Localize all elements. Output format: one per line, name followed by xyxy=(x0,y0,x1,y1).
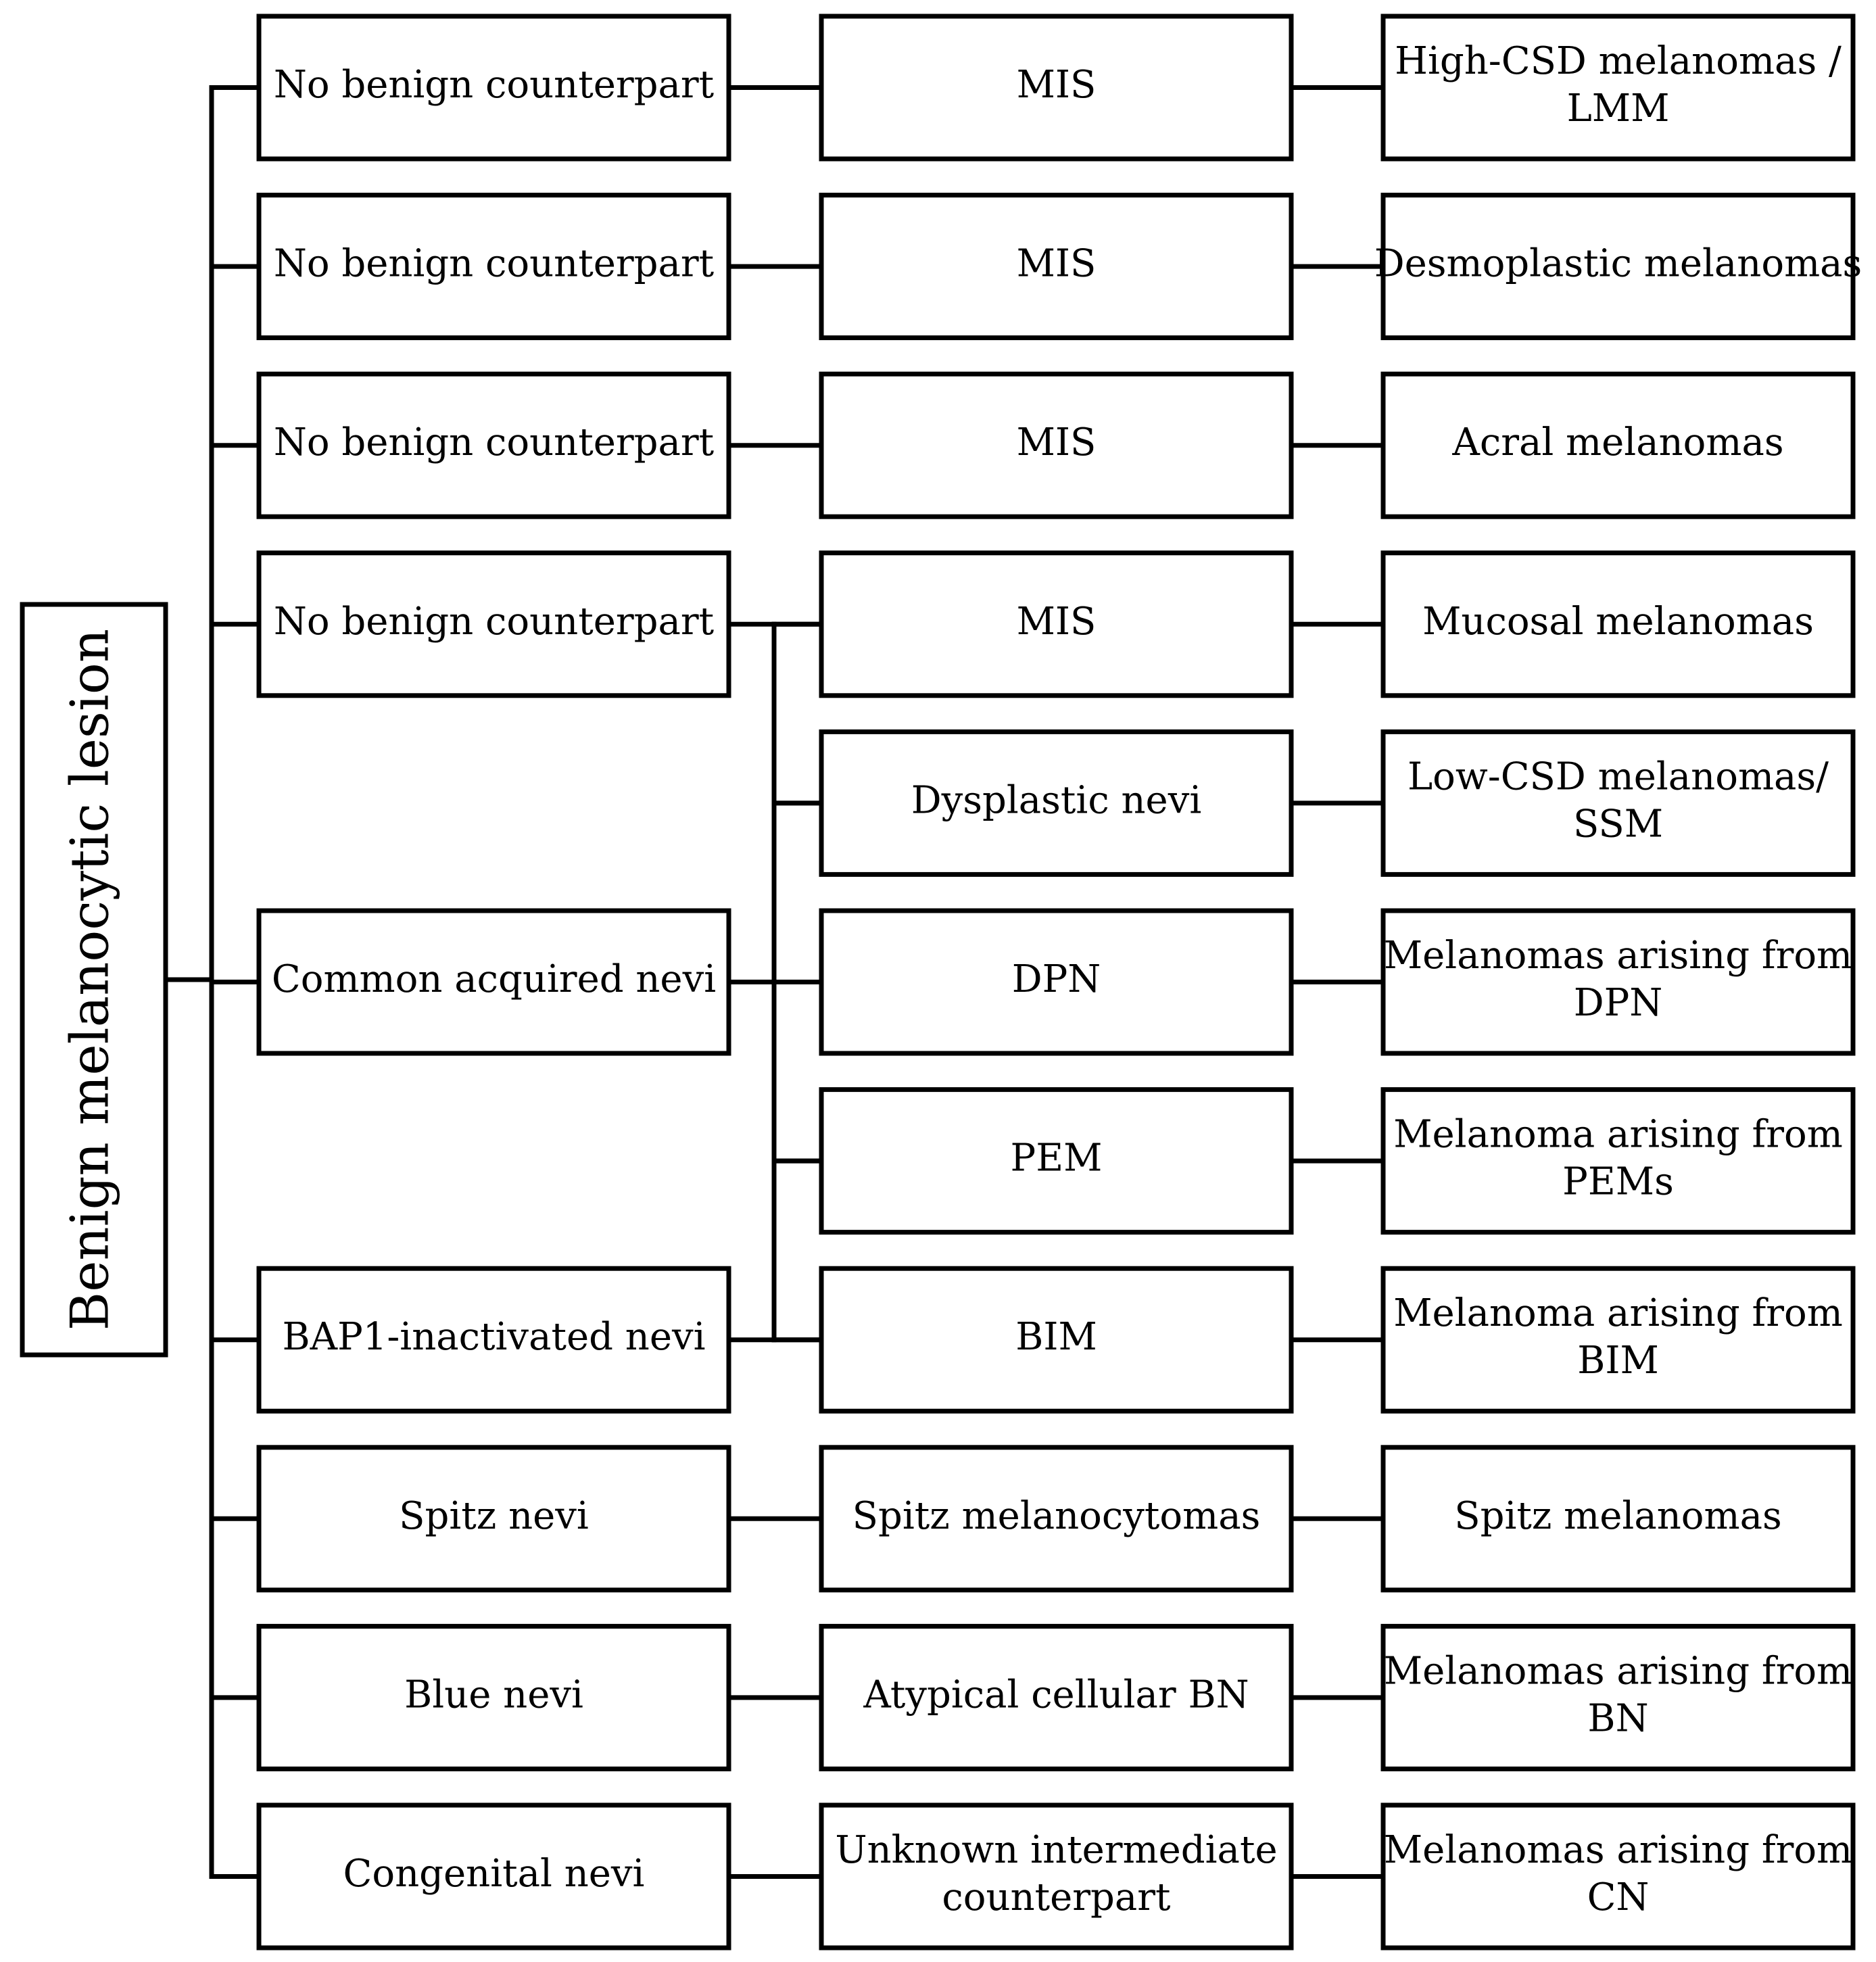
malignant-box xyxy=(1380,729,1856,877)
malignant-label: High-CSD melanomas / xyxy=(1395,39,1842,83)
intermediate-box xyxy=(819,14,1294,162)
intermediate-box xyxy=(819,371,1294,519)
malignant-box xyxy=(1380,1802,1856,1951)
malignant-label: Low-CSD melanomas/ xyxy=(1408,755,1829,798)
malignant-label: Melanoma arising from xyxy=(1393,1291,1843,1335)
benign-label: Congenital nevi xyxy=(343,1852,645,1896)
root-label: Benign melanocytic lesion xyxy=(60,629,121,1331)
intermediate-label: BIM xyxy=(1015,1315,1097,1359)
intermediate-label: counterpart xyxy=(942,1875,1171,1919)
malignant-label: Melanomas arising from xyxy=(1384,1828,1852,1872)
benign-label: No benign counterpart xyxy=(274,242,715,286)
benign-box xyxy=(256,193,731,341)
benign-label: Common acquired nevi xyxy=(272,957,716,1001)
intermediate-box xyxy=(819,550,1294,698)
labels: Benign melanocytic lesion No benign count… xyxy=(60,39,1862,1919)
intermediate-label: MIS xyxy=(1017,421,1097,464)
malignant-box xyxy=(1380,193,1856,341)
malignant-box xyxy=(1380,1266,1856,1414)
malignant-label: Spitz melanomas xyxy=(1454,1494,1781,1538)
intermediate-label: MIS xyxy=(1017,63,1097,107)
malignant-box xyxy=(1380,1445,1856,1593)
benign-box xyxy=(256,1623,731,1771)
malignant-label: LMM xyxy=(1567,87,1670,130)
intermediate-label: PEM xyxy=(1011,1136,1103,1180)
malignant-label: Mucosal melanomas xyxy=(1422,600,1814,644)
benign-box xyxy=(256,1445,731,1593)
benign-label: No benign counterpart xyxy=(274,421,715,464)
malignant-label: Melanomas arising from xyxy=(1384,1649,1852,1693)
root-box xyxy=(20,602,168,1358)
malignant-box xyxy=(1380,908,1856,1056)
benign-box xyxy=(256,371,731,519)
malignant-label: BIM xyxy=(1577,1339,1659,1383)
boxes xyxy=(20,14,1856,1951)
intermediate-label: DPN xyxy=(1012,957,1101,1001)
intermediate-label: MIS xyxy=(1017,600,1097,644)
malignant-label: PEMs xyxy=(1562,1160,1674,1204)
malignant-label: BN xyxy=(1587,1696,1648,1740)
benign-box xyxy=(256,550,731,698)
malignant-label: DPN xyxy=(1574,981,1663,1025)
malignant-box xyxy=(1380,14,1856,162)
malignant-label: Acral melanomas xyxy=(1451,421,1783,464)
intermediate-label: MIS xyxy=(1017,242,1097,286)
malignant-label: Melanomas arising from xyxy=(1384,934,1852,978)
malignant-box xyxy=(1380,1623,1856,1771)
intermediate-box xyxy=(819,908,1294,1056)
malignant-box xyxy=(1380,371,1856,519)
benign-label: BAP1-inactivated nevi xyxy=(282,1315,705,1359)
intermediate-box xyxy=(819,1445,1294,1593)
malignant-box xyxy=(1380,550,1856,698)
intermediate-label: Unknown intermediate xyxy=(835,1828,1277,1872)
intermediate-box xyxy=(819,1623,1294,1771)
malignant-label: Desmoplastic melanomas xyxy=(1374,242,1862,286)
intermediate-box xyxy=(819,1266,1294,1414)
malignant-label: CN xyxy=(1587,1875,1650,1919)
malignant-label: Melanoma arising from xyxy=(1393,1113,1843,1157)
intermediate-label: Atypical cellular BN xyxy=(863,1673,1249,1717)
benign-label: No benign counterpart xyxy=(274,600,715,644)
benign-label: Spitz nevi xyxy=(399,1494,589,1538)
benign-box xyxy=(256,1802,731,1951)
benign-box xyxy=(256,1266,731,1414)
malignant-label: SSM xyxy=(1573,802,1663,846)
benign-box xyxy=(256,908,731,1056)
benign-label: No benign counterpart xyxy=(274,63,715,107)
benign-box xyxy=(256,14,731,162)
malignant-box xyxy=(1380,1087,1856,1235)
benign-label: Blue nevi xyxy=(404,1673,583,1717)
intermediate-label: Dysplastic nevi xyxy=(911,778,1202,822)
connectors xyxy=(163,85,1386,1879)
intermediate-box xyxy=(819,729,1294,877)
intermediate-box xyxy=(819,1087,1294,1235)
intermediate-box xyxy=(819,193,1294,341)
intermediate-label: Spitz melanocytomas xyxy=(852,1494,1261,1538)
intermediate-box xyxy=(819,1802,1294,1951)
